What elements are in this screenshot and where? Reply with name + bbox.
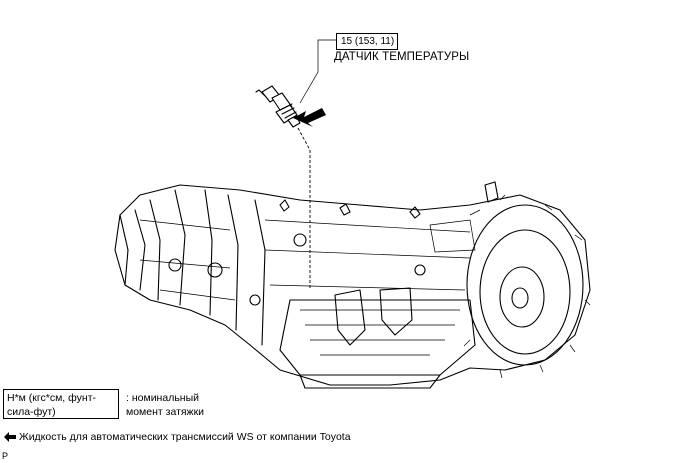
legend-desc-line-1: : номинальный [126,392,200,404]
install-dashed-line [297,127,311,290]
torque-value-box: 15 (153, 11) [336,33,398,50]
fluid-apply-arrow [293,108,326,127]
fluid-arrow-icon [4,432,16,442]
temperature-sensor-part [255,85,301,128]
torque-legend-description: : номинальный момент затяжки [126,391,204,419]
callout-leader-line [299,39,336,104]
fluid-note-text: Жидкость для автоматических трансмиссий … [19,431,351,443]
legend-box-line-2: сила-фут) [7,406,56,418]
legend-desc-line-2: момент затяжки [126,406,205,418]
legend-box-line-1: Н*м (кгс*см, фунт- [7,392,97,404]
sensor-part-label: ДАТЧИК ТЕМПЕРАТУРЫ [334,51,470,63]
corner-mark: P [2,451,9,461]
torque-unit-legend-box: Н*м (кгс*см, фунт- сила-фут) [3,389,119,419]
transmission-housing [114,181,591,389]
